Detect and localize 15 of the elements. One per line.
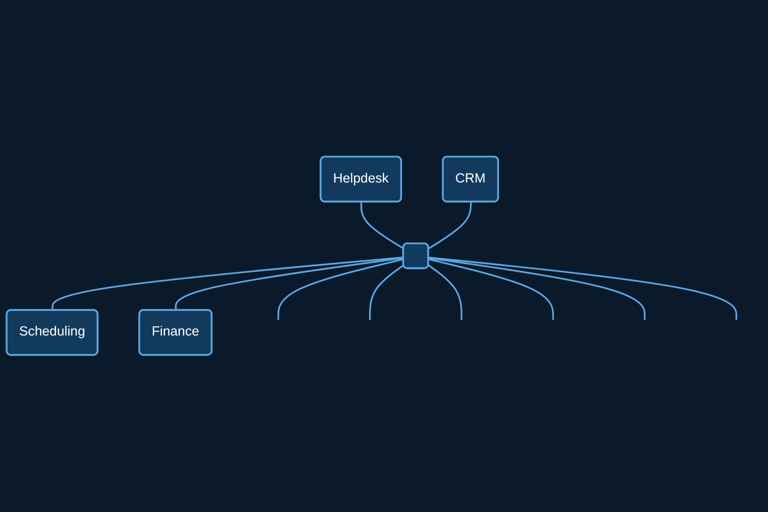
connector-line [174, 257, 404, 311]
process-box: CRM [442, 156, 499, 203]
connector-line [428, 257, 646, 320]
connector-line [277, 258, 404, 320]
connector-line [369, 264, 404, 320]
connector-line [360, 202, 404, 250]
process-box: Finance [138, 309, 212, 356]
process-box [402, 242, 430, 270]
connector-line [428, 264, 462, 320]
process-box: Helpdesk [320, 156, 402, 203]
process-box: Scheduling [6, 309, 98, 356]
connector-line [52, 256, 404, 311]
connector-line [428, 256, 738, 320]
connector-line [428, 202, 472, 250]
connector-line [428, 258, 554, 320]
